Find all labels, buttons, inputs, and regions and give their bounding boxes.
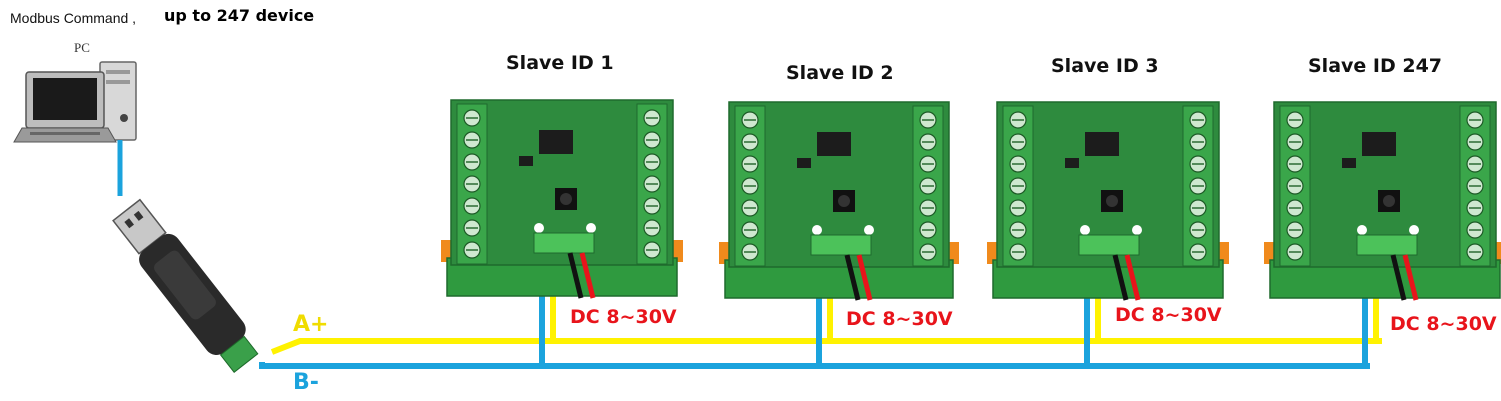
- ic-chip: [1362, 132, 1396, 156]
- slave-title-247: Slave ID 247: [1308, 55, 1443, 77]
- power-wire-negative: [844, 254, 861, 301]
- power-label-3: DC 8~30V: [1115, 304, 1222, 326]
- inductor-core: [560, 193, 572, 205]
- ic-chip-small: [1342, 158, 1356, 168]
- led: [586, 223, 596, 233]
- ic-chip: [539, 130, 573, 154]
- slave-title-3: Slave ID 3: [1051, 55, 1159, 77]
- board-tab: [987, 242, 997, 264]
- inductor-core: [1106, 195, 1118, 207]
- diagram-title-capacity: up to 247 device: [164, 6, 315, 25]
- slave-board-4: [1264, 101, 1501, 301]
- power-bus-connector: [810, 234, 872, 256]
- ic-chip: [817, 132, 851, 156]
- power-label-1: DC 8~30V: [570, 306, 677, 328]
- slave-board-3: [987, 101, 1229, 301]
- terminal-block: [456, 103, 488, 265]
- diagram-title-command: Modbus Command ,: [10, 10, 137, 26]
- slave-title-2: Slave ID 2: [786, 62, 894, 84]
- power-wire-positive: [579, 252, 596, 299]
- board-tab: [1496, 242, 1501, 264]
- board-tab: [441, 240, 451, 262]
- power-wire-negative: [1112, 254, 1129, 301]
- board-pcb: [728, 101, 950, 268]
- power-label-2: DC 8~30V: [846, 308, 953, 330]
- power-label-247: DC 8~30V: [1390, 313, 1497, 335]
- bus-b-label: B-: [293, 370, 319, 395]
- led: [864, 225, 874, 235]
- board-tab: [673, 240, 683, 262]
- ic-chip-small: [1065, 158, 1079, 168]
- bus-a-line: [270, 338, 1382, 355]
- ic-chip: [1085, 132, 1119, 156]
- power-bus-connector: [1078, 234, 1140, 256]
- power-bus-connector: [1356, 234, 1418, 256]
- pc-label: PC: [74, 40, 90, 55]
- power-wire-positive: [1402, 254, 1419, 301]
- bus-a-label: A+: [293, 312, 329, 337]
- led: [1132, 225, 1142, 235]
- board-tab: [1219, 242, 1229, 264]
- power-wire-positive: [856, 254, 873, 301]
- board-tab: [719, 242, 729, 264]
- led: [812, 225, 822, 235]
- led: [1080, 225, 1090, 235]
- inductor-core: [838, 195, 850, 207]
- ic-chip-small: [519, 156, 533, 166]
- slave-title-1: Slave ID 1: [506, 52, 614, 74]
- ic-chip-small: [797, 158, 811, 168]
- pc-computer-icon: [13, 61, 137, 143]
- power-wire-negative: [1390, 254, 1407, 301]
- led: [1409, 225, 1419, 235]
- bus-b-line: [259, 362, 1370, 369]
- power-wire-negative: [567, 252, 584, 299]
- slave-board-1: [441, 99, 683, 299]
- board-tab: [1264, 242, 1274, 264]
- slave-boards: [441, 99, 1501, 301]
- usb-rs485-converter-icon: [112, 198, 259, 373]
- board-tab: [949, 242, 959, 264]
- led: [1357, 225, 1367, 235]
- slave-board-2: [719, 101, 959, 301]
- led: [534, 223, 544, 233]
- power-bus-connector: [533, 232, 595, 254]
- inductor-core: [1383, 195, 1395, 207]
- power-wire-positive: [1124, 254, 1141, 301]
